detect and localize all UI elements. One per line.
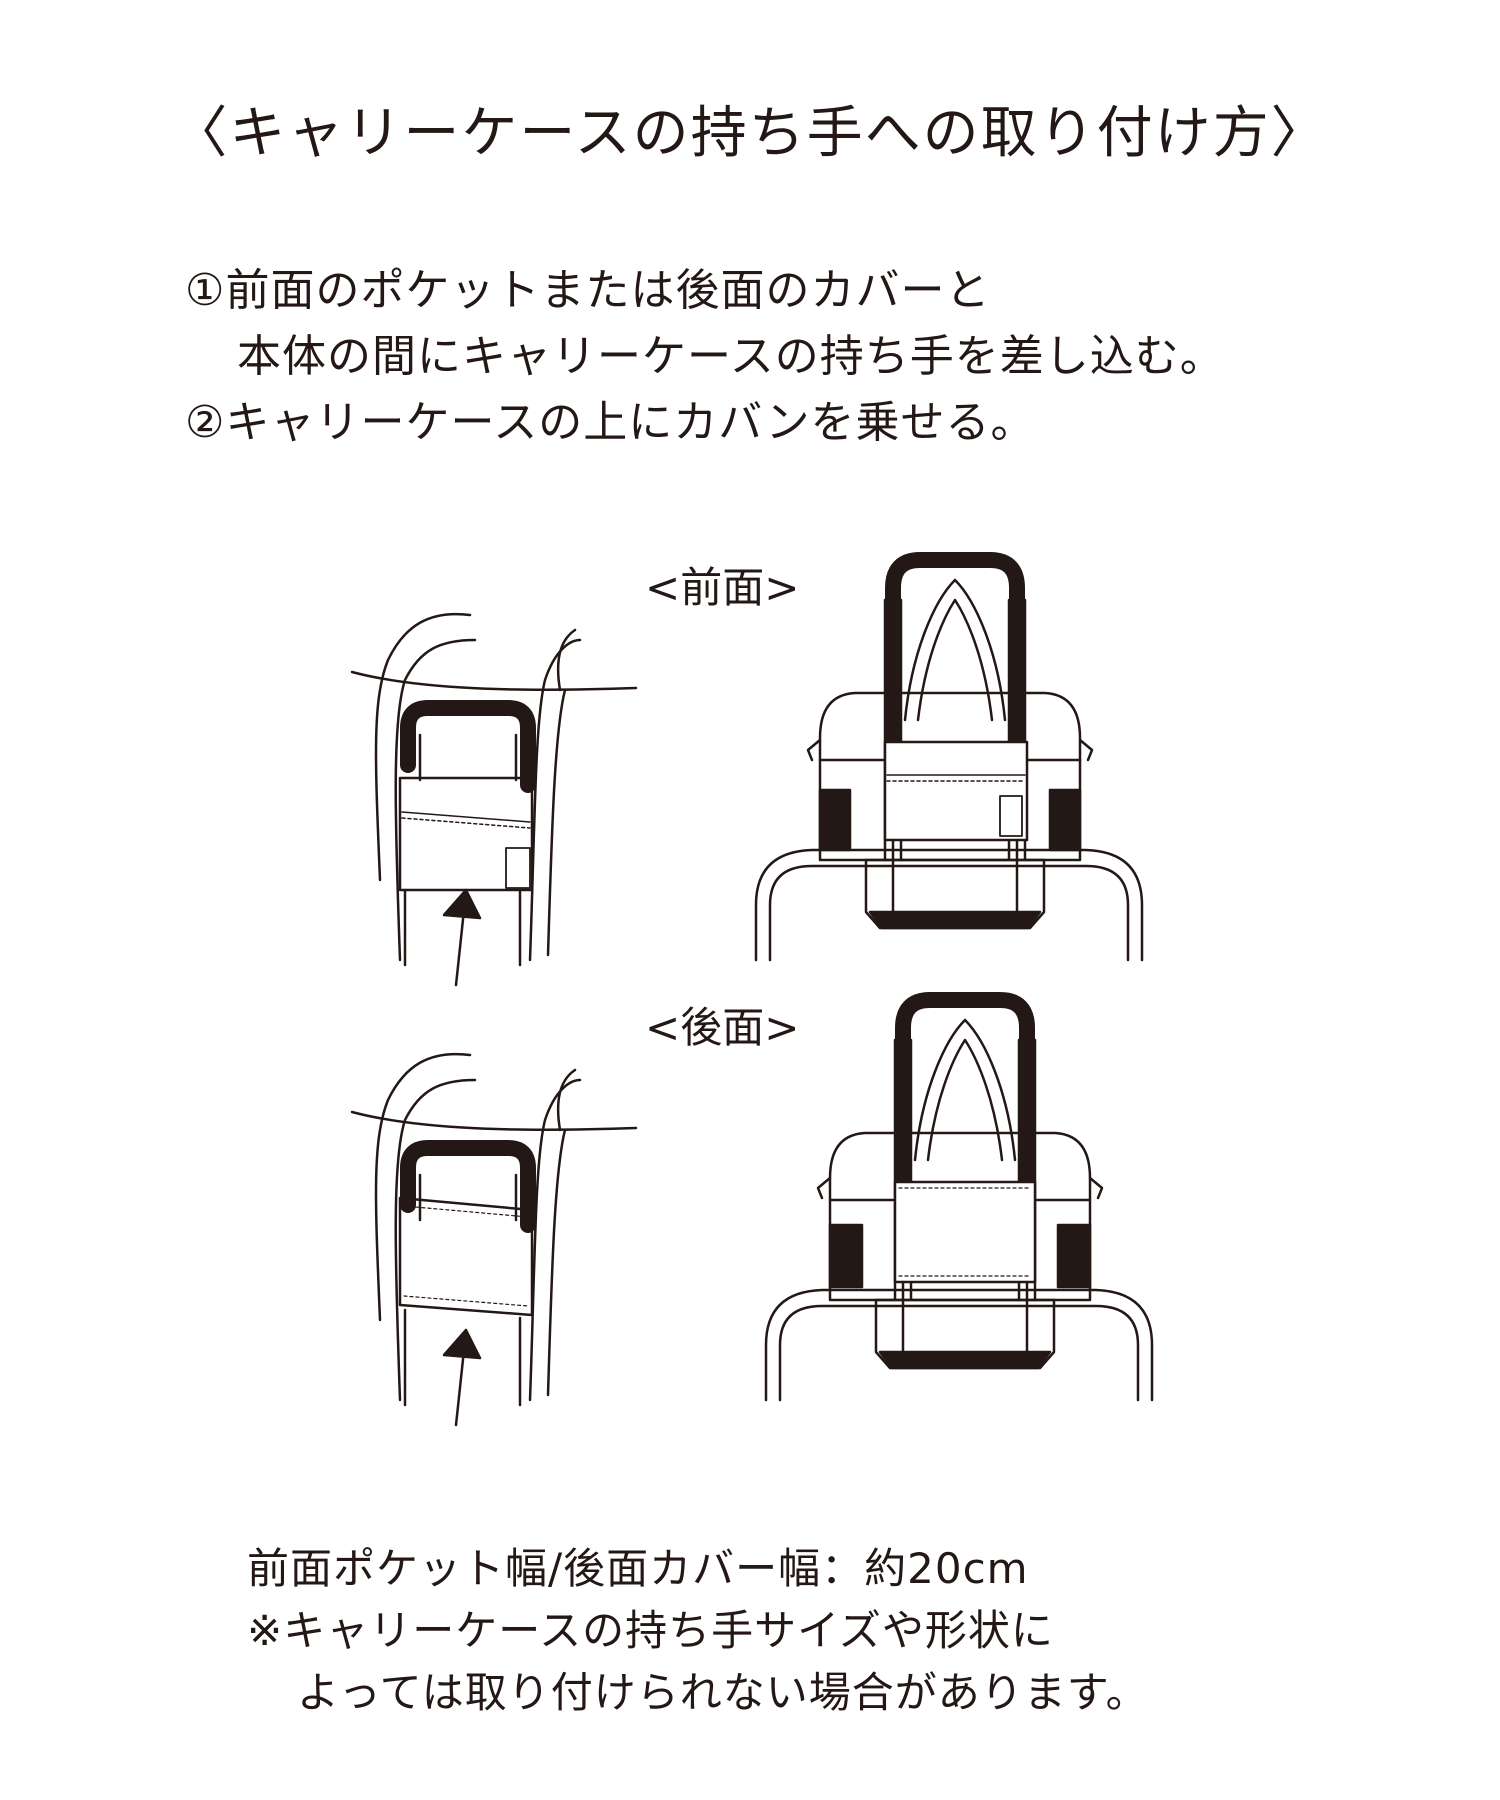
back-bag-loop-left	[816, 1176, 832, 1200]
front-closeup-arrow-head	[442, 888, 482, 920]
width-spec: 前面ポケット幅/後面カバー幅：約20cm	[247, 1544, 1029, 1593]
step-2: ②キャリーケースの上にカバンを乗せる。	[185, 397, 1036, 448]
back-closeup-arrow-head	[442, 1328, 482, 1360]
back-closeup-cover-stitch-bottom	[403, 1295, 529, 1307]
back-suitcase-inner	[778, 1304, 1140, 1402]
back-bag-illustration	[764, 992, 1154, 1402]
front-closeup-zipper-line-bottom	[401, 817, 531, 829]
front-closeup-tag	[505, 847, 531, 889]
back-closeup-strap-right	[528, 1078, 582, 1402]
front-closeup-pocket	[398, 776, 534, 892]
front-bag-loop-left	[806, 738, 822, 762]
back-bag-side-pocket-right	[1056, 1223, 1092, 1289]
caution-line-2: よっては取り付けられない場合があります。	[297, 1668, 1149, 1717]
back-closeup-cover-stitch-top	[403, 1205, 529, 1218]
back-bag-side-pocket-left	[828, 1223, 864, 1289]
front-closeup-bag-top-line	[350, 670, 638, 691]
back-closeup-handle-grip	[400, 1140, 536, 1233]
front-handle-grip	[885, 552, 1025, 768]
back-closeup-bag-top-line	[350, 1110, 638, 1131]
back-suitcase-outer	[764, 1288, 1154, 1402]
front-view-label: <前面>	[645, 563, 800, 612]
front-closeup-zipper-line-top	[401, 811, 531, 823]
front-suitcase-inner	[768, 864, 1130, 962]
front-bag-tag	[999, 795, 1023, 837]
front-closeup-strap-inner-left	[394, 638, 477, 962]
notes: 前面ポケット幅/後面カバー幅：約20cm ※キャリーケースの持ち手サイズや形状に…	[247, 1538, 1149, 1724]
back-view-label: <後面>	[645, 1003, 800, 1052]
step-1-line-1: ①前面のポケットまたは後面のカバーと	[185, 265, 991, 316]
front-suitcase-outer	[754, 848, 1144, 962]
back-closeup-strap-inner-left	[394, 1078, 477, 1402]
front-closeup-strap-mid	[556, 628, 577, 692]
back-closeup-strap-mid	[556, 1068, 577, 1132]
front-bag-loop-right	[1078, 738, 1094, 762]
front-bag-side-pocket-left	[818, 788, 852, 852]
front-bag-base-trim	[868, 910, 1042, 930]
front-closeup-arrow-shaft	[454, 908, 466, 987]
instruction-steps: ①前面のポケットまたは後面のカバーと 本体の間にキャリーケースの持ち手を差し込む…	[185, 258, 1225, 456]
front-closeup-handle-grip	[400, 700, 536, 793]
front-bag-side-pocket-right	[1048, 788, 1082, 852]
front-closeup-strap-right-edge	[546, 688, 567, 957]
front-bag-body	[818, 691, 1082, 862]
back-bag-body	[828, 1131, 1092, 1302]
back-bag-strap-inner	[926, 1038, 1004, 1162]
back-bag-base-trim	[878, 1350, 1052, 1370]
back-closeup-arrow-shaft	[454, 1348, 466, 1427]
front-bag-pocket	[883, 740, 1029, 842]
front-closeup-illustration	[350, 612, 638, 987]
front-closeup-strap-right	[528, 638, 582, 962]
back-closeup-cover	[398, 1196, 534, 1317]
back-closeup-strap-right-edge	[546, 1128, 567, 1397]
back-bag-loop-right	[1088, 1176, 1104, 1200]
page-title: 〈キャリーケースの持ち手への取り付け方〉	[171, 101, 1329, 166]
back-closeup-illustration	[350, 1052, 638, 1427]
front-bag-strap-inner	[916, 598, 994, 722]
front-bag-base	[864, 858, 1046, 930]
step-1-line-2: 本体の間にキャリーケースの持ち手を差し込む。	[237, 331, 1225, 382]
back-handle-grip	[895, 992, 1035, 1208]
front-bag-illustration	[754, 552, 1144, 962]
caution-line-1: ※キャリーケースの持ち手サイズや形状に	[247, 1606, 1054, 1655]
front-closeup-strap-outer-left	[374, 612, 472, 882]
back-closeup-strap-outer-left	[374, 1052, 472, 1322]
back-bag-cover	[893, 1180, 1037, 1284]
back-bag-base	[874, 1298, 1056, 1370]
front-bag-strap-outer	[903, 578, 1007, 722]
back-bag-strap-outer	[913, 1018, 1017, 1162]
